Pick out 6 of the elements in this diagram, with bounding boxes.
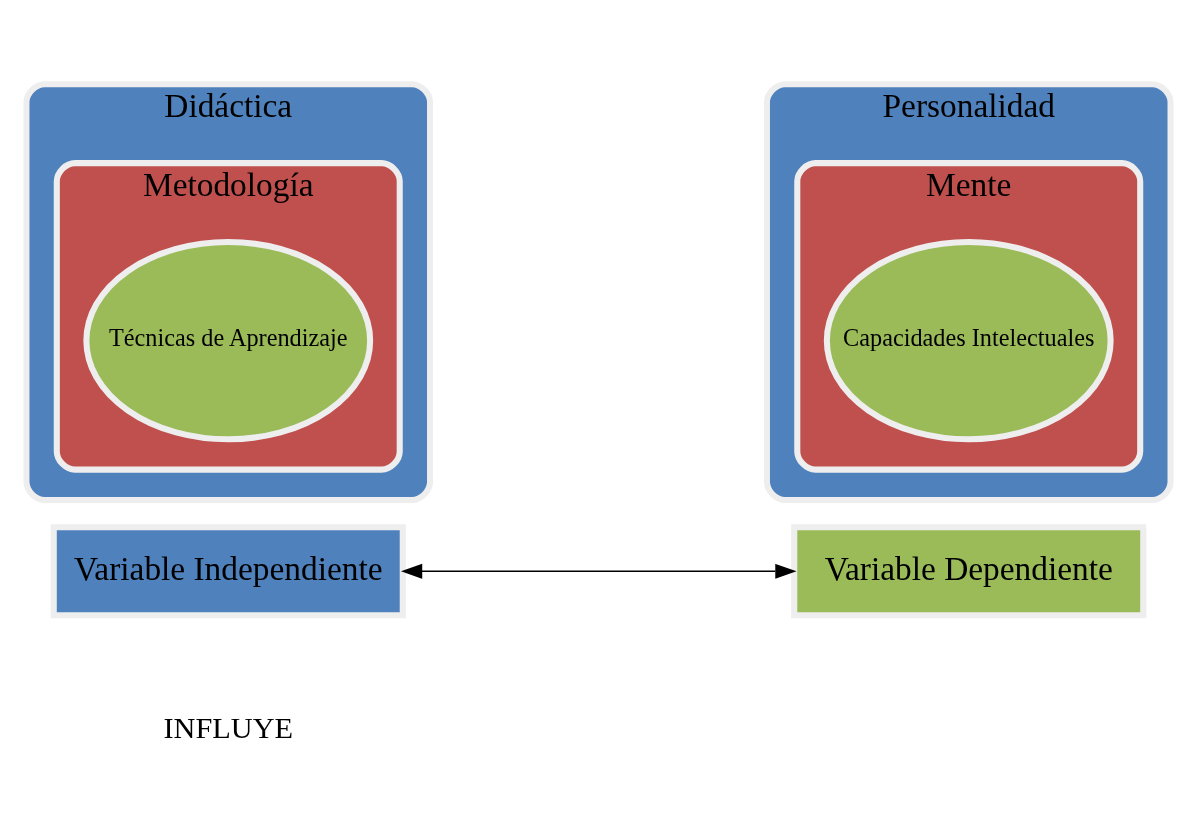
node-ellipse: Técnicas de Aprendizaje <box>83 238 374 442</box>
label: INFLUYE <box>163 710 294 745</box>
node-box: Variable Dependiente <box>791 523 1147 618</box>
arrow <box>400 563 797 579</box>
node-box: Variable Independiente <box>50 523 406 618</box>
node-ellipse: Capacidades Intelectuales <box>823 238 1114 442</box>
